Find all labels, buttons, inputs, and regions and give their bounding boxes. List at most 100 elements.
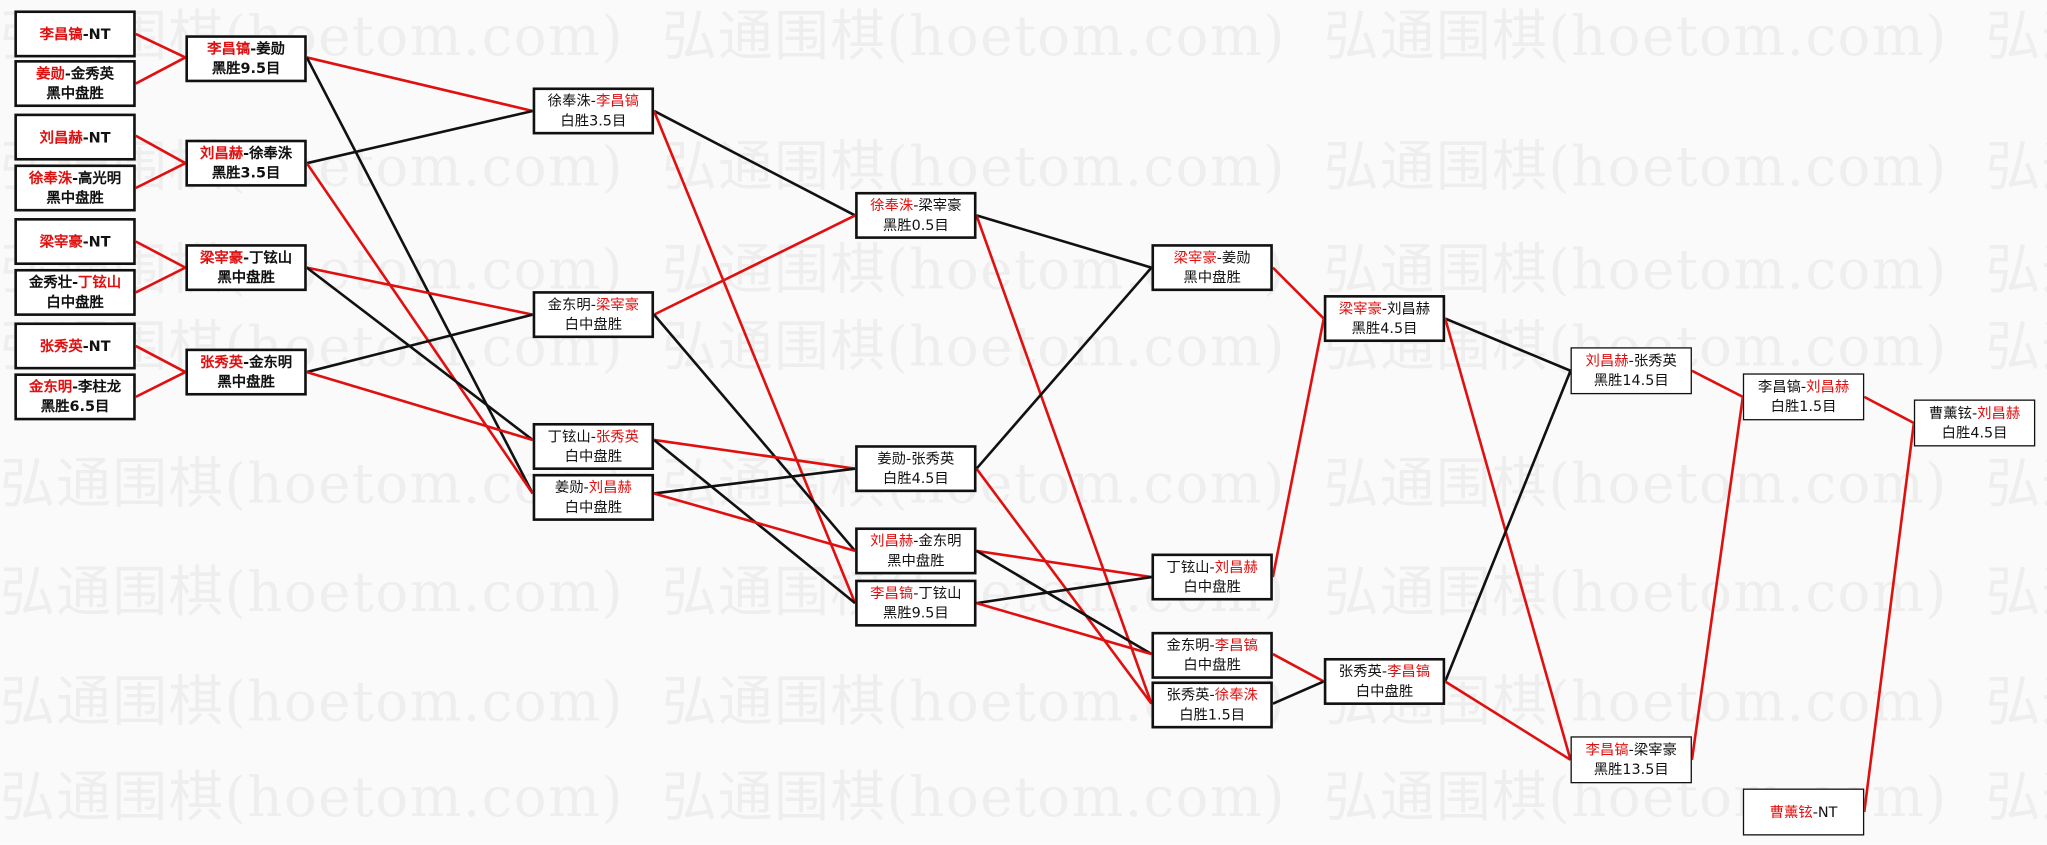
separator: - <box>82 337 89 355</box>
match-result: 白中盘胜 <box>1183 578 1241 596</box>
player-1: 金东明 <box>547 296 591 314</box>
match-result: 黑中盘胜 <box>46 189 104 207</box>
separator: - <box>1381 663 1388 681</box>
match-players: 徐奉洙-李昌镐 <box>548 91 639 111</box>
player-1: 丁铉山 <box>1166 558 1210 576</box>
connector-line <box>1271 266 1325 320</box>
separator: - <box>1381 300 1388 318</box>
player-1: 金东明 <box>28 378 73 396</box>
connector-line <box>306 56 533 113</box>
connector-line <box>306 109 533 165</box>
match-players: 李昌镐-丁铉山 <box>870 584 961 604</box>
connector-line <box>976 549 1152 579</box>
match-box: 曹薰铉-刘昌赫 白胜4.5目 <box>1913 399 2036 447</box>
match-players: 金东明-梁宰豪 <box>548 295 639 315</box>
connector-line <box>1691 369 1744 399</box>
match-result: 白胜3.5目 <box>560 112 627 130</box>
separator: - <box>913 584 919 602</box>
match-players: 张秀英-金东明 <box>200 352 292 372</box>
separator: - <box>913 532 919 550</box>
player-2: 李昌镐 <box>1214 637 1258 655</box>
player-1: 刘昌赫 <box>1585 352 1629 370</box>
match-players: 丁铉山-张秀英 <box>548 427 639 447</box>
player-2: 姜勋 <box>256 40 285 58</box>
match-box: 刘昌赫-金东明 黑中盘胜 <box>855 527 977 575</box>
player-1: 梁宰豪 <box>39 233 83 251</box>
match-box: 徐奉洙-梁宰豪 黑胜0.5目 <box>855 191 977 239</box>
match-box: 刘昌赫-张秀英 黑胜14.5目 <box>1570 347 1692 395</box>
connector-line <box>135 32 186 59</box>
player-2: 李昌镐 <box>1387 663 1431 681</box>
separator: - <box>590 296 596 314</box>
match-players: 金东明-李昌镐 <box>1166 636 1257 656</box>
match-result: 黑中盘胜 <box>887 552 945 570</box>
separator: - <box>1800 378 1807 396</box>
player-1: 梁宰豪 <box>1338 300 1382 318</box>
player-2: 丁铉山 <box>78 274 122 292</box>
match-players: 姜勋-金秀英 <box>36 64 114 84</box>
player-2: 梁宰豪 <box>1633 741 1677 759</box>
separator: - <box>1216 249 1222 267</box>
match-players: 徐奉洙-高光明 <box>29 168 121 188</box>
player-2: NT <box>88 233 111 251</box>
player-2: 丁铉山 <box>918 584 962 602</box>
player-1: 刘昌赫 <box>200 144 244 162</box>
match-players: 李昌镐-梁宰豪 <box>1586 740 1677 760</box>
player-1: 李昌镐 <box>870 584 914 602</box>
match-box: 丁铉山-刘昌赫 白中盘胜 <box>1151 553 1273 601</box>
match-result: 黑胜6.5目 <box>40 398 110 416</box>
match-box: 刘昌赫-徐奉洙 黑胜3.5目 <box>185 139 307 187</box>
match-result: 白胜1.5目 <box>1770 398 1837 416</box>
match-result: 黑中盘胜 <box>1183 268 1241 286</box>
connector-line <box>1862 422 1916 813</box>
connector-line <box>1272 652 1325 683</box>
separator: - <box>72 274 79 292</box>
match-players: 刘昌赫-金东明 <box>870 531 961 551</box>
connector-line <box>653 438 856 470</box>
match-result: 黑胜3.5目 <box>211 164 281 182</box>
player-2: 金东明 <box>249 353 293 371</box>
connector-line <box>306 266 534 441</box>
connector-line <box>976 575 1152 605</box>
separator: - <box>590 92 596 110</box>
player-1: 曹薰铉 <box>1769 803 1813 821</box>
connector-line <box>135 56 186 85</box>
player-2: 徐奉洙 <box>1214 686 1258 704</box>
match-box: 张秀英-NT <box>14 322 136 370</box>
match-box: 姜勋-张秀英 白胜4.5目 <box>855 445 977 493</box>
connector-line <box>653 467 856 495</box>
connector-line <box>652 110 857 604</box>
connector-line <box>306 370 534 442</box>
match-box: 梁宰豪-NT <box>14 218 136 266</box>
player-1: 金秀壮 <box>28 274 73 292</box>
match-box: 金东明-李昌镐 白中盘胜 <box>1151 631 1273 679</box>
player-1: 刘昌赫 <box>870 532 914 550</box>
match-result: 黑胜9.5目 <box>882 604 949 622</box>
connector-line <box>976 214 1152 269</box>
connector-line <box>1443 318 1572 761</box>
player-2: 刘昌赫 <box>588 479 632 497</box>
connector-line <box>305 162 534 495</box>
match-result: 白中盘胜 <box>564 447 623 465</box>
match-box: 刘昌赫-NT <box>14 113 136 161</box>
player-1: 金东明 <box>1166 637 1210 655</box>
connector-line <box>653 214 856 316</box>
connector-line <box>1444 680 1572 761</box>
match-result: 黑胜0.5目 <box>882 216 949 234</box>
separator: - <box>906 450 912 468</box>
player-1: 李昌镐 <box>1585 741 1629 759</box>
match-players: 梁宰豪-丁铉山 <box>200 248 292 268</box>
connector-line <box>1272 680 1325 705</box>
separator: - <box>1209 637 1215 655</box>
match-players: 梁宰豪-NT <box>40 232 111 252</box>
match-box: 丁铉山-张秀英 白中盘胜 <box>532 422 655 470</box>
connector-line <box>135 134 187 165</box>
match-box: 金东明-李柱龙 黑胜6.5目 <box>14 373 136 421</box>
match-players: 李昌镐-NT <box>40 24 111 44</box>
separator: - <box>1209 686 1215 704</box>
match-result: 白中盘胜 <box>46 293 104 311</box>
connector-line <box>975 467 1153 705</box>
separator: - <box>1971 404 1978 422</box>
player-1: 张秀英 <box>1166 686 1210 704</box>
